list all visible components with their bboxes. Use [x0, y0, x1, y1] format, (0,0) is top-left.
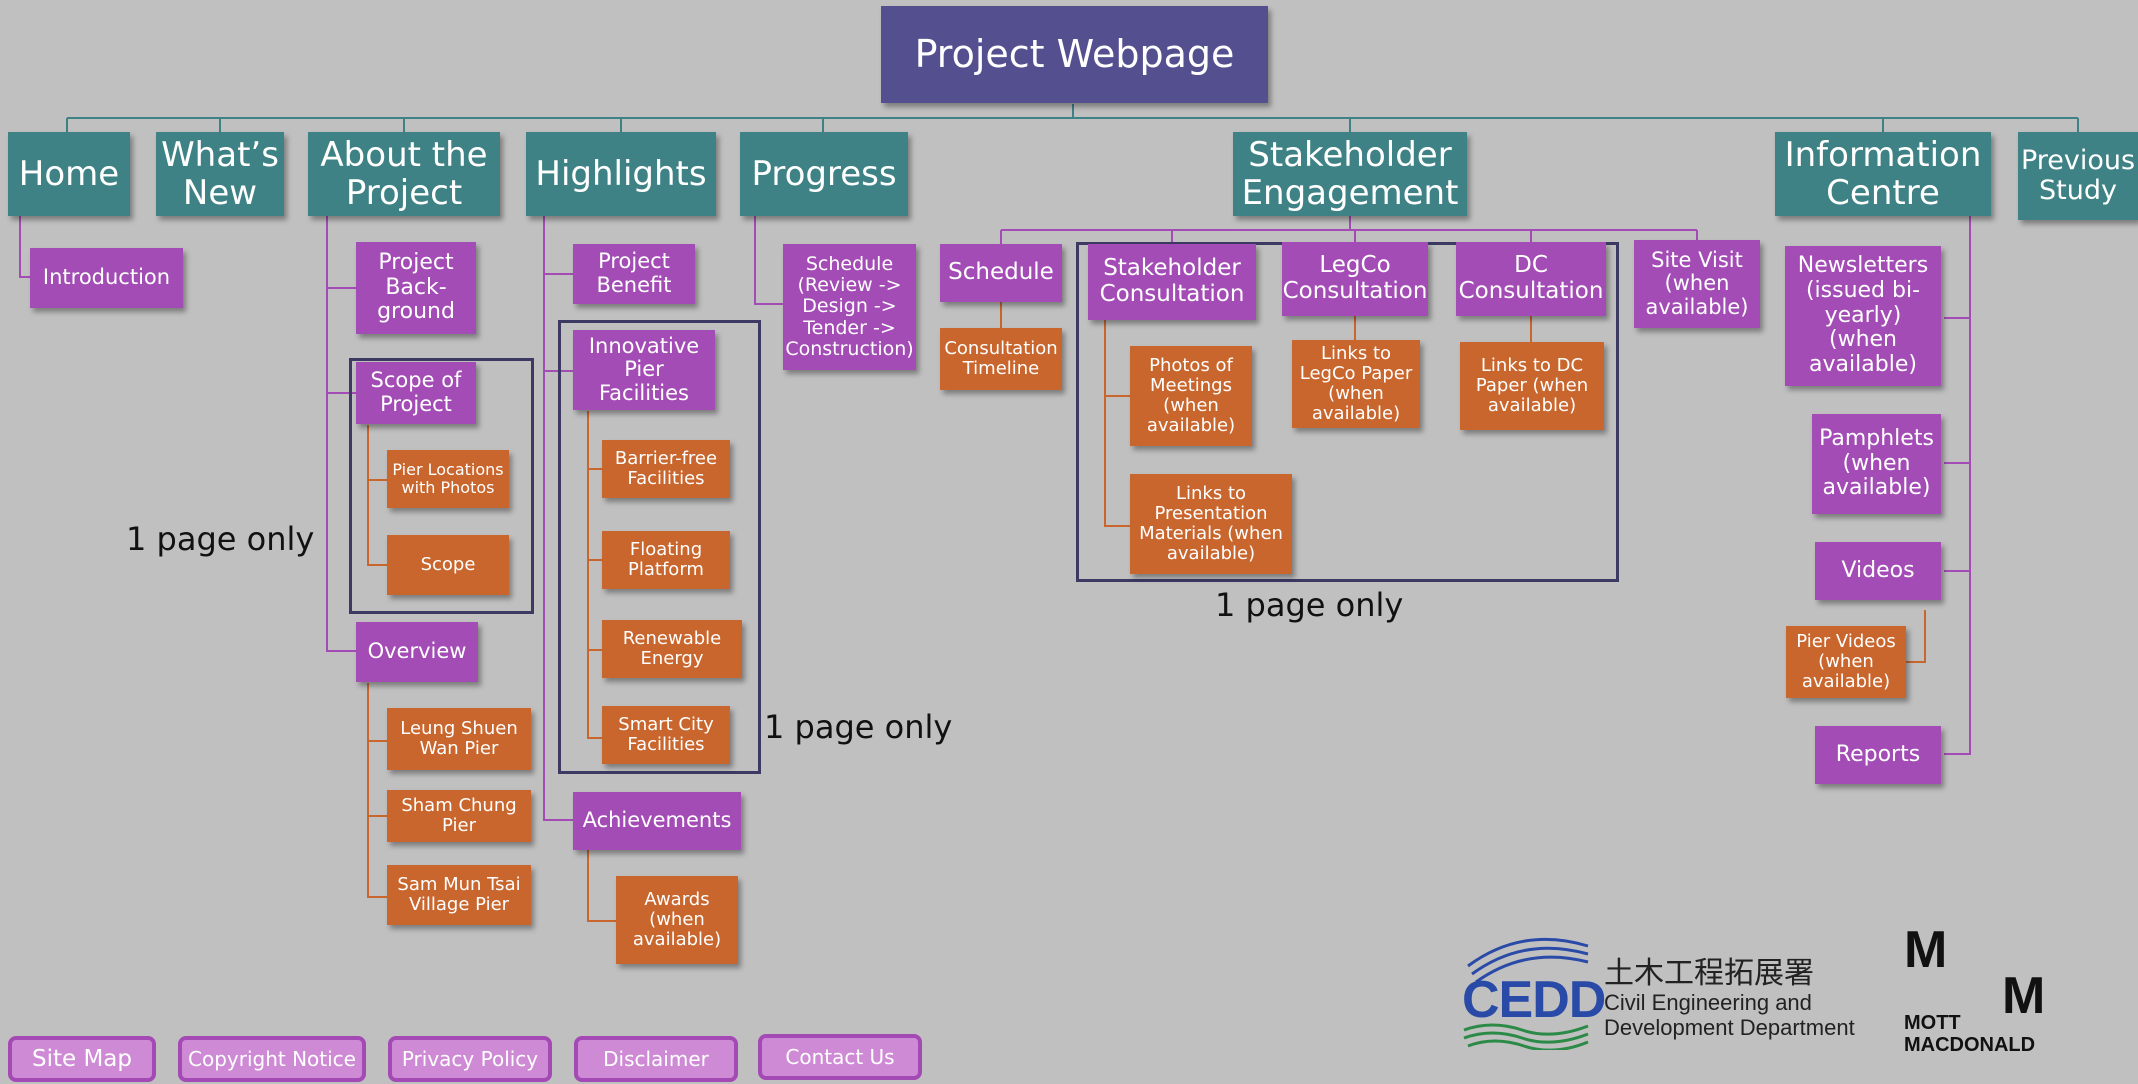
- pier-locations-page[interactable]: Pier Locations with Photos: [387, 450, 509, 508]
- awards-page[interactable]: Awards (when available): [616, 876, 738, 964]
- links-legco-paper-page[interactable]: Links to LegCo Paper (when available): [1292, 340, 1420, 428]
- dc-consultation-page[interactable]: DC Consultation: [1456, 242, 1606, 316]
- scope-of-project-page[interactable]: Scope of Project: [356, 362, 476, 424]
- leung-shuen-wan-pier-page[interactable]: Leung Shuen Wan Pier: [387, 708, 531, 770]
- site-visit-page[interactable]: Site Visit (when available): [1634, 240, 1760, 328]
- cedd-abbrev: CEDD: [1462, 971, 1606, 1029]
- nav-info-centre[interactable]: Information Centre: [1775, 132, 1991, 216]
- reports-page[interactable]: Reports: [1815, 726, 1941, 784]
- legco-consultation-page[interactable]: LegCo Consultation: [1282, 242, 1428, 316]
- innovative-pier-facilities-page[interactable]: Innovative Pier Facilities: [573, 330, 715, 410]
- progress-schedule-page[interactable]: Schedule (Review -> Design -> Tender -> …: [783, 244, 916, 370]
- project-benefit-page[interactable]: Project Benefit: [573, 244, 695, 304]
- stakeholder-schedule-page[interactable]: Schedule: [940, 244, 1062, 302]
- mott-m-glyph-1: M: [1904, 921, 1948, 979]
- page-title: Project Webpage: [881, 6, 1268, 103]
- nav-whats-new[interactable]: What’s New: [156, 132, 284, 216]
- renewable-energy-page[interactable]: Renewable Energy: [602, 620, 742, 678]
- nav-highlights[interactable]: Highlights: [526, 132, 716, 216]
- cedd-logo: CEDD 土木工程拓展署 Civil Engineering and Devel…: [1462, 926, 1872, 1054]
- nav-stakeholder[interactable]: Stakeholder Engagement: [1233, 132, 1467, 216]
- barrier-free-facilities-page[interactable]: Barrier-free Facilities: [602, 440, 730, 498]
- links-presentation-materials-page[interactable]: Links to Presentation Materials (when av…: [1130, 474, 1292, 574]
- scope-page[interactable]: Scope: [387, 535, 509, 595]
- nav-progress[interactable]: Progress: [740, 132, 908, 216]
- photos-of-meetings-page[interactable]: Photos of Meetings (when available): [1130, 346, 1252, 446]
- mott-line2: MACDONALD: [1904, 1034, 2036, 1056]
- cedd-chinese-name: 土木工程拓展署: [1604, 956, 1814, 991]
- note-scope-one-page: 1 page only: [126, 520, 315, 558]
- achievements-page[interactable]: Achievements: [573, 792, 741, 850]
- mott-line1: MOTT: [1904, 1012, 1961, 1034]
- scope-group-frame: [349, 358, 534, 614]
- pier-videos-page[interactable]: Pier Videos (when available): [1786, 626, 1906, 698]
- mott-m-glyph-2: M: [2002, 967, 2046, 1025]
- videos-page[interactable]: Videos: [1815, 542, 1941, 600]
- consultation-timeline-page[interactable]: Consultation Timeline: [940, 328, 1062, 390]
- privacy-policy-button[interactable]: Privacy Policy: [388, 1036, 552, 1082]
- project-background-page[interactable]: Project Back-ground: [356, 242, 476, 334]
- nav-about[interactable]: About the Project: [308, 132, 500, 216]
- links-dc-paper-page[interactable]: Links to DC Paper (when available): [1460, 342, 1604, 430]
- disclaimer-button[interactable]: Disclaimer: [574, 1036, 738, 1082]
- cedd-english-line1: Civil Engineering and: [1604, 990, 1812, 1015]
- cedd-logo-mark: [1463, 937, 1589, 1050]
- overview-page[interactable]: Overview: [356, 622, 478, 682]
- stakeholder-consultation-page[interactable]: Stakeholder Consultation: [1088, 244, 1256, 320]
- newsletters-page[interactable]: Newsletters (issued bi-yearly) (when ava…: [1785, 246, 1941, 386]
- floating-platform-page[interactable]: Floating Platform: [602, 531, 730, 589]
- nav-previous-study[interactable]: Previous Study: [2018, 132, 2138, 220]
- sam-mun-tsai-pier-page[interactable]: Sam Mun Tsai Village Pier: [387, 865, 531, 925]
- note-innovative-one-page: 1 page only: [764, 708, 953, 746]
- pamphlets-page[interactable]: Pamphlets (when available): [1812, 414, 1941, 514]
- innovative-group-frame: [558, 320, 761, 774]
- smart-city-facilities-page[interactable]: Smart City Facilities: [602, 706, 730, 764]
- contact-us-button[interactable]: Contact Us: [758, 1034, 922, 1080]
- mott-macdonald-logo: M M MOTT MACDONALD: [1902, 920, 2062, 1060]
- introduction-page[interactable]: Introduction: [30, 248, 183, 308]
- copyright-notice-button[interactable]: Copyright Notice: [178, 1036, 366, 1082]
- site-map-button[interactable]: Site Map: [8, 1036, 156, 1082]
- nav-home[interactable]: Home: [8, 132, 130, 216]
- sham-chung-pier-page[interactable]: Sham Chung Pier: [387, 790, 531, 842]
- note-consultation-one-page: 1 page only: [1215, 586, 1404, 624]
- cedd-english-line2: Development Department: [1604, 1015, 1855, 1040]
